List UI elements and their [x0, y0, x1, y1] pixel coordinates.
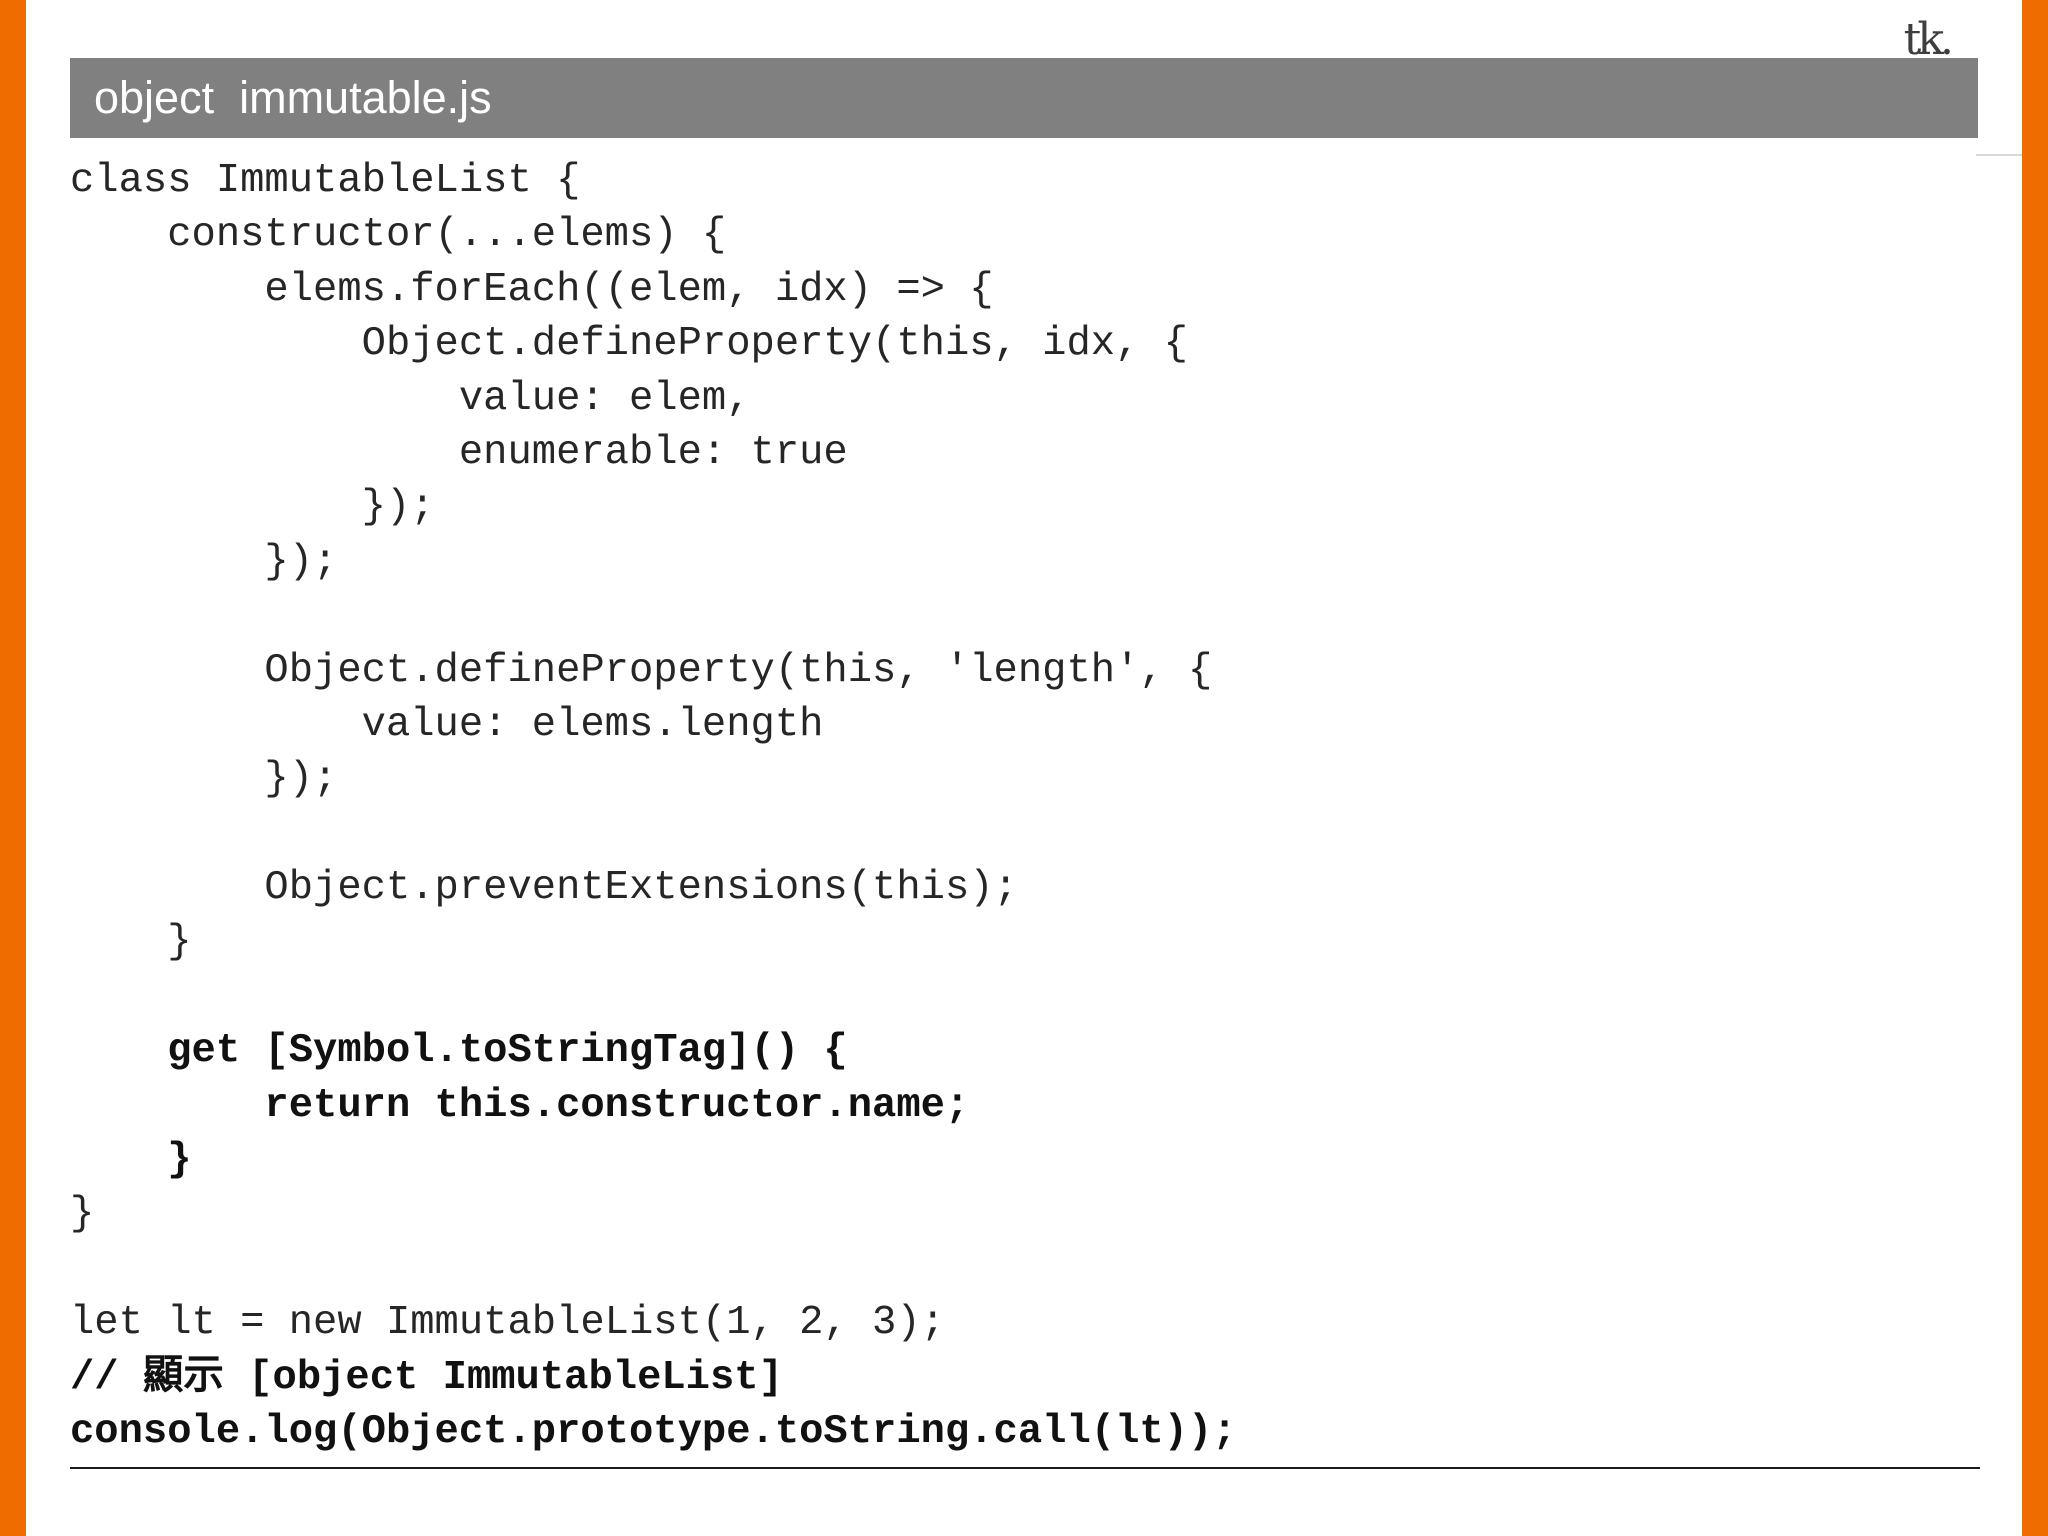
code-block: class ImmutableList { constructor(...ele…	[70, 154, 1978, 1455]
slide-title: object immutable.js	[94, 72, 492, 123]
code-line	[70, 970, 1978, 1024]
code-line: value: elems.length	[70, 701, 824, 748]
code-line: }	[70, 1137, 192, 1184]
code-comment-line: // 顯示 [object ImmutableList]	[70, 1354, 783, 1401]
title-bar: object immutable.js	[70, 58, 1978, 138]
right-divider-tick	[1976, 154, 2022, 156]
code-line: Object.preventExtensions(this);	[70, 865, 1018, 912]
code-line: Object.defineProperty(this, idx, {	[70, 321, 1188, 368]
code-line: });	[70, 484, 435, 531]
code-line: }	[70, 1191, 95, 1238]
code-line: value: elem,	[70, 375, 751, 422]
left-accent-border	[0, 0, 26, 1536]
right-accent-border	[2022, 0, 2048, 1536]
code-line: console.log(Object.prototype.toString.ca…	[70, 1408, 1237, 1455]
code-line: Object.defineProperty(this, 'length', {	[70, 647, 1213, 694]
code-line: return this.constructor.name;	[70, 1082, 970, 1129]
code-line	[70, 589, 1978, 643]
code-line	[70, 807, 1978, 861]
code-line: });	[70, 756, 338, 803]
corner-handwriting-mark: tk.	[1903, 14, 1954, 65]
code-line: elems.forEach((elem, idx) => {	[70, 266, 994, 313]
code-line: }	[70, 919, 192, 966]
code-line: constructor(...elems) {	[70, 212, 727, 259]
bottom-divider	[70, 1467, 1980, 1469]
code-line: class ImmutableList {	[70, 158, 581, 204]
code-line: enumerable: true	[70, 429, 848, 476]
code-line: });	[70, 538, 338, 585]
code-line	[70, 1242, 1978, 1296]
code-line: get [Symbol.toStringTag]() {	[70, 1028, 848, 1075]
code-line: let lt = new ImmutableList(1, 2, 3);	[70, 1300, 945, 1347]
